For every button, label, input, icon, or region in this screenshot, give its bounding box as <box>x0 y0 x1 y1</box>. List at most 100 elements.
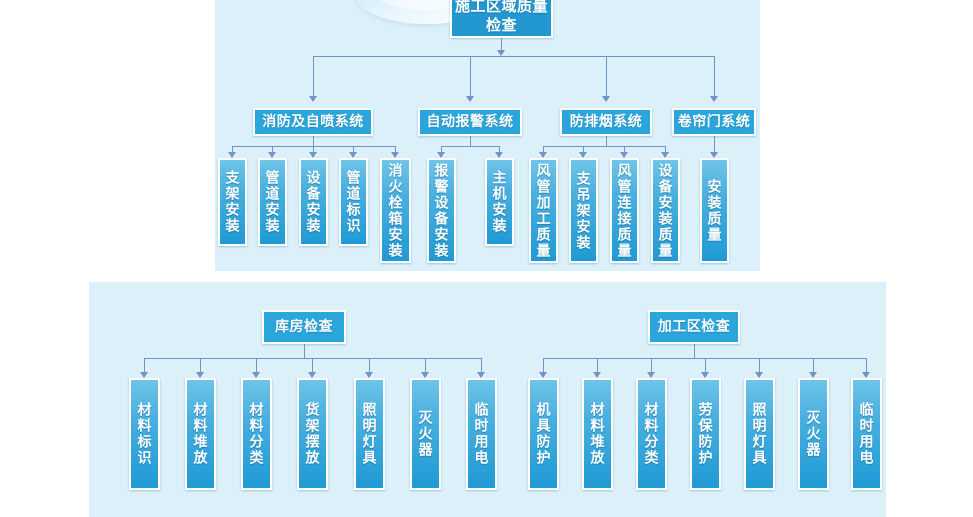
connector-bus-processing <box>543 358 866 359</box>
decorative-swoosh-highlight <box>368 0 488 10</box>
leaf-node-hydrant-cabinet-installation[interactable]: 消火栓箱安装 <box>380 158 411 263</box>
connector-arrow-g0-3 <box>349 152 357 158</box>
leaf-node-shutter-installation-quality[interactable]: 安装质量 <box>700 158 729 263</box>
connector-drop-w-4 <box>369 358 370 374</box>
leaf-node-material-classification[interactable]: 材料分类 <box>241 378 272 490</box>
leaf-node-lighting-fixtures-processing[interactable]: 照明灯具 <box>744 378 775 490</box>
connector-drop-g0-3 <box>353 146 354 154</box>
connector-level1-bus <box>313 56 714 57</box>
connector-stem-processing <box>694 344 695 358</box>
leaf-node-labor-protection[interactable]: 劳保防护 <box>690 378 721 490</box>
connector-drop-group-3 <box>714 56 715 98</box>
connector-arrow-p-5 <box>809 372 817 378</box>
leaf-node-equipment-installation[interactable]: 设备安装 <box>299 158 328 246</box>
connector-drop-g0-2 <box>313 146 314 154</box>
leaf-node-shelf-placement[interactable]: 货架摆放 <box>297 378 328 490</box>
connector-arrow-group-0 <box>309 96 317 102</box>
connector-drop-w-6 <box>481 358 482 374</box>
connector-arrow-g1-0 <box>437 152 445 158</box>
connector-arrow-g0-4 <box>391 152 399 158</box>
leaf-node-duct-fabrication-quality[interactable]: 风管加工质量 <box>529 158 558 263</box>
connector-drop-g2-3 <box>665 146 666 154</box>
connector-arrow-w-3 <box>308 372 316 378</box>
connector-arrow-g0-1 <box>268 152 276 158</box>
connector-arrow-w-6 <box>477 372 485 378</box>
connector-arrow-g2-3 <box>661 152 669 158</box>
connector-stem-warehouse <box>304 344 305 358</box>
connector-drop-p-5 <box>813 358 814 374</box>
leaf-node-pipe-marking[interactable]: 管道标识 <box>339 158 368 246</box>
connector-arrow-w-1 <box>196 372 204 378</box>
leaf-node-bracket-installation[interactable]: 支架安装 <box>218 158 247 246</box>
connector-arrow-w-0 <box>140 372 148 378</box>
connector-arrow-w-2 <box>252 372 260 378</box>
leaf-node-alarm-equipment-installation[interactable]: 报警设备安装 <box>427 158 456 263</box>
connector-drop-g1-0 <box>441 146 442 154</box>
group-header-rolling-shutter-system[interactable]: 卷帘门系统 <box>672 108 756 136</box>
connector-stem-group-2 <box>606 136 607 146</box>
group-header-fire-sprinkler-system[interactable]: 消防及自喷系统 <box>253 108 373 136</box>
leaf-node-equipment-installation-quality[interactable]: 设备安装质量 <box>651 158 680 263</box>
connector-drop-w-0 <box>144 358 145 374</box>
connector-drop-g2-2 <box>624 146 625 154</box>
connector-arrow-g2-2 <box>620 152 628 158</box>
connector-arrow-w-5 <box>421 372 429 378</box>
connector-drop-p-4 <box>759 358 760 374</box>
leaf-node-machinery-protection[interactable]: 机具防护 <box>528 378 559 490</box>
leaf-node-temporary-power-warehouse[interactable]: 临时用电 <box>466 378 497 490</box>
connector-arrow-p-2 <box>647 372 655 378</box>
connector-arrow-g1-1 <box>495 152 503 158</box>
connector-drop-g0-0 <box>232 146 233 154</box>
group-header-smoke-control-system[interactable]: 防排烟系统 <box>560 108 652 136</box>
connector-drop-group-0 <box>313 56 314 98</box>
connector-arrow-group-1 <box>466 96 474 102</box>
connector-arrow-g2-1 <box>579 152 587 158</box>
leaf-node-fire-extinguisher-warehouse[interactable]: 灭火器 <box>410 378 441 490</box>
leaf-node-hanger-bracket-installation[interactable]: 支吊架安装 <box>569 158 598 263</box>
connector-drop-g2-0 <box>543 146 544 154</box>
leaf-node-material-marking[interactable]: 材料标识 <box>129 378 160 490</box>
connector-arrow-w-4 <box>365 372 373 378</box>
connector-drop-p-2 <box>651 358 652 374</box>
connector-arrow-g3-0 <box>710 152 718 158</box>
leaf-node-host-installation[interactable]: 主机安装 <box>485 158 514 246</box>
connector-root-arrow <box>497 50 505 56</box>
leaf-node-temporary-power-processing[interactable]: 临时用电 <box>851 378 882 490</box>
connector-drop-w-3 <box>312 358 313 374</box>
connector-drop-g0-1 <box>272 146 273 154</box>
connector-drop-g2-1 <box>583 146 584 154</box>
root-node-construction-area-quality-inspection[interactable]: 施工区域质量检查 <box>450 0 553 38</box>
connector-drop-w-2 <box>256 358 257 374</box>
leaf-node-material-classification-processing[interactable]: 材料分类 <box>636 378 667 490</box>
leaf-node-material-stacking-processing[interactable]: 材料堆放 <box>582 378 613 490</box>
leaf-node-lighting-fixtures-warehouse[interactable]: 照明灯具 <box>354 378 385 490</box>
connector-drop-g0-4 <box>395 146 396 154</box>
connector-drop-w-5 <box>425 358 426 374</box>
group-header-warehouse-inspection[interactable]: 库房检查 <box>262 310 346 344</box>
connector-arrow-group-2 <box>602 96 610 102</box>
group-header-automatic-alarm-system[interactable]: 自动报警系统 <box>418 108 522 136</box>
connector-arrow-p-1 <box>593 372 601 378</box>
leaf-node-fire-extinguisher-processing[interactable]: 灭火器 <box>798 378 829 490</box>
connector-stem-group-1 <box>470 136 471 146</box>
group-header-processing-area-inspection[interactable]: 加工区检查 <box>648 310 740 344</box>
connector-root-stem <box>501 38 502 52</box>
connector-stem-group-0 <box>313 136 314 146</box>
connector-stem-group-3 <box>714 136 715 154</box>
connector-drop-group-1 <box>470 56 471 98</box>
leaf-node-material-stacking[interactable]: 材料堆放 <box>185 378 216 490</box>
connector-arrow-p-3 <box>701 372 709 378</box>
connector-arrow-p-6 <box>862 372 870 378</box>
connector-drop-p-1 <box>597 358 598 374</box>
connector-drop-p-0 <box>543 358 544 374</box>
connector-drop-g1-1 <box>499 146 500 154</box>
connector-bus-group-1 <box>441 146 499 147</box>
connector-drop-p-3 <box>705 358 706 374</box>
connector-drop-group-2 <box>606 56 607 98</box>
connector-bus-group-2 <box>543 146 665 147</box>
leaf-node-pipe-installation[interactable]: 管道安装 <box>258 158 287 246</box>
leaf-node-duct-connection-quality[interactable]: 风管连接质量 <box>610 158 639 263</box>
connector-drop-p-6 <box>866 358 867 374</box>
connector-arrow-group-3 <box>710 96 718 102</box>
